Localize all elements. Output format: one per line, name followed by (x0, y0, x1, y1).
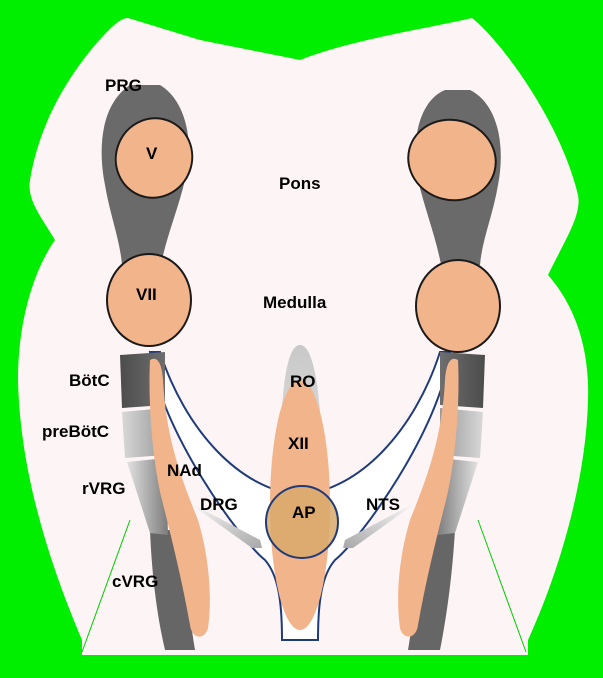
pons-label: Pons (279, 174, 321, 193)
drg-wedge (185, 500, 262, 548)
rvrg-label: rVRG (82, 479, 125, 498)
xii-label: XII (288, 434, 309, 453)
right-trigeminal-nucleus (407, 118, 497, 202)
ap-label: AP (292, 503, 316, 522)
right-facial-nucleus (415, 259, 501, 353)
area-postrema (265, 485, 339, 559)
prg-label: PRG (105, 76, 142, 95)
right-boundary-line (477, 519, 527, 653)
prebotc-label: preBötC (42, 422, 109, 441)
v-label: V (146, 144, 158, 163)
left-facial-nucleus (106, 253, 192, 347)
nts-label: NTS (366, 495, 400, 514)
nad-label: NAd (167, 461, 202, 480)
vii-label: VII (136, 285, 157, 304)
cvrg-label: cVRG (112, 572, 158, 591)
right-nad-column (398, 358, 459, 637)
left-nad-column (149, 358, 210, 637)
ro-label: RO (290, 372, 316, 391)
drg-label: DRG (200, 495, 238, 514)
nts-wedge (343, 500, 420, 548)
medulla-label: Medulla (263, 293, 327, 312)
botc-label: BötC (69, 371, 110, 390)
left-trigeminal-nucleus (114, 117, 194, 199)
left-boundary-line (81, 519, 131, 653)
